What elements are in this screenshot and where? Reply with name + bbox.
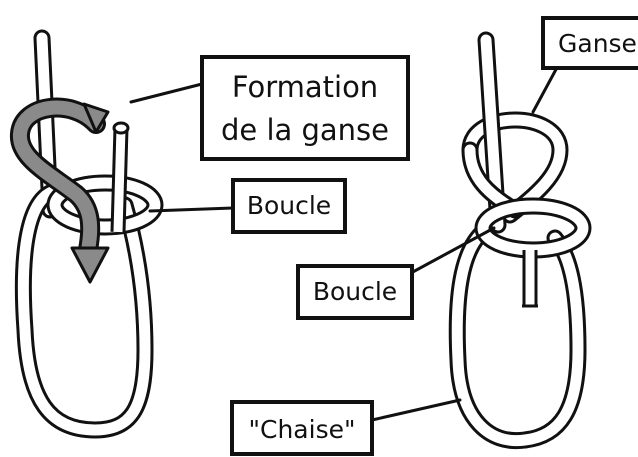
formation-leader (131, 84, 202, 102)
chaise-leader (372, 400, 460, 420)
label-formation-line1: Formation (232, 70, 378, 104)
label-chaise: "Chaise" (249, 415, 356, 444)
label-boucle-left: Boucle (247, 191, 331, 220)
right-tail-end (522, 250, 538, 306)
label-formation-box: Formation de la ganse (202, 57, 408, 159)
right-knot (457, 40, 583, 441)
label-formation-line2: de la ganse (221, 113, 389, 147)
label-boucle-right: Boucle (313, 277, 397, 306)
label-ganse-box: Ganse (543, 18, 638, 68)
label-ganse: Ganse (558, 29, 637, 58)
right-big-loop (457, 230, 578, 441)
label-chaise-box: "Chaise" (232, 402, 372, 454)
label-boucle-left-box: Boucle (233, 180, 345, 232)
left-knot (20, 38, 155, 430)
left-working-end (114, 123, 128, 232)
label-boucle-right-box: Boucle (298, 266, 412, 318)
